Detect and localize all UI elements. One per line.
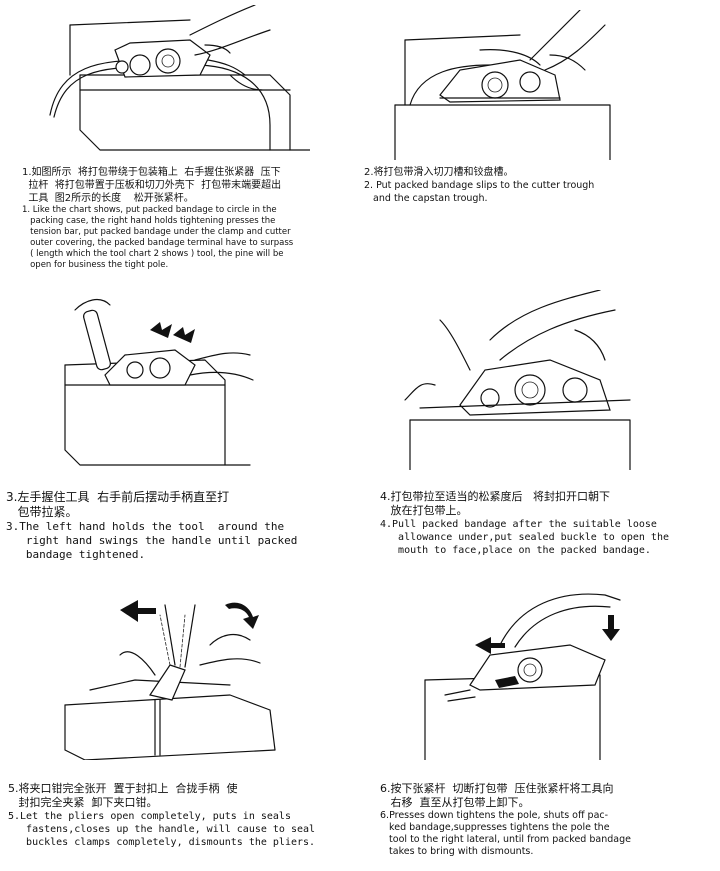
- step-2-zh-line-1: 2.将打包带滑入切刀槽和铰盘槽。: [364, 167, 514, 178]
- step-2-illustration: [380, 10, 620, 160]
- step-2-en-line-2: and the capstan trough.: [364, 193, 488, 204]
- step-6-en-line-3: tool to the right lateral, until from pa…: [380, 834, 631, 845]
- step-1-zh-line-2: 拉杆 将打包带置于压板和切刀外壳下 打包带末端要超出: [22, 180, 282, 191]
- step-1-en-line-5: ( length which the tool chart 2 shows ) …: [22, 249, 284, 259]
- step-6-zh-line-2: 右移 直至从打包带上卸下。: [380, 796, 530, 809]
- step-4-en-line-2: allowance under,put sealed buckle to ope…: [380, 532, 669, 543]
- step-6-illustration: [420, 585, 630, 760]
- step-5-en-line-2: fastens,closes up the handle, will cause…: [8, 824, 316, 835]
- step-5-en-line-1: 5.Let the pliers open completely, puts i…: [8, 811, 291, 822]
- step-6-zh-line-1: 6.按下张紧杆 切断打包带 压住张紧杆将工具向: [380, 782, 614, 795]
- step-6-caption: 6.按下张紧杆 切断打包带 压住张紧杆将工具向 右移 直至从打包带上卸下。 6.…: [380, 782, 631, 858]
- step-2-caption: 2.将打包带滑入切刀槽和铰盘槽。 2. Put packed bandage s…: [364, 166, 594, 205]
- step-4-en-line-1: 4.Pull packed bandage after the suitable…: [380, 519, 657, 530]
- step-5-caption: 5.将夹口钳完全张开 置于封扣上 合拢手柄 使 封扣完全夹紧 卸下夹口钳。 5.…: [8, 782, 315, 849]
- step-3-zh-line-1: 3.左手握住工具 右手前后摆动手柄直至打: [6, 490, 230, 504]
- step-3-zh-line-2: 包带拉紧。: [6, 505, 78, 519]
- step-3-en-line-3: bandage tightened.: [6, 548, 146, 561]
- step-6-en-line-1: 6.Presses down tightens the pole, shuts …: [380, 810, 609, 821]
- step-3-en-line-1: 3.The left hand holds the tool around th…: [6, 520, 285, 533]
- step-6-en-line-2: ked bandage,suppresses tightens the pole…: [380, 822, 610, 833]
- step-4-illustration: [400, 290, 640, 470]
- step-6-en-line-4: takes to bring with dismounts.: [380, 846, 534, 857]
- step-5-zh-line-2: 封扣完全夹紧 卸下夹口钳。: [8, 796, 158, 809]
- step-3-illustration: [55, 290, 255, 470]
- step-1-caption: 1.如图所示 将打包带绕于包装箱上 右手握住张紧器 压下 拉杆 将打包带置于压板…: [22, 166, 293, 271]
- step-5-illustration: [60, 585, 280, 760]
- step-1-en-line-3: tension bar, put packed bandage under th…: [22, 227, 291, 237]
- step-1-en-line-6: open for business the tight pole.: [22, 260, 169, 270]
- step-4-zh-line-2: 放在打包带上。: [380, 504, 468, 517]
- step-3-en-line-2: right hand swings the handle until packe…: [6, 534, 298, 547]
- step-4-caption: 4.打包带拉至适当的松紧度后 将封扣开口朝下 放在打包带上。 4.Pull pa…: [380, 490, 669, 557]
- step-5-en-line-3: buckles clamps completely, dismounts the…: [8, 837, 316, 848]
- step-1-en-line-4: outer covering, the packed bandage termi…: [22, 238, 294, 248]
- step-4-en-line-3: mouth to face,place on the packed bandag…: [380, 545, 651, 556]
- step-1-illustration: [40, 5, 310, 165]
- step-1-en-line-2: packing case, the right hand holds tight…: [22, 216, 276, 226]
- step-1-zh-line-3: 工具 图2所示的长度 松开张紧杆。: [22, 193, 194, 204]
- step-4-zh-line-1: 4.打包带拉至适当的松紧度后 将封扣开口朝下: [380, 490, 610, 503]
- step-2-en-line-1: 2. Put packed bandage slips to the cutte…: [364, 180, 595, 191]
- step-3-caption: 3.左手握住工具 右手前后摆动手柄直至打 包带拉紧。 3.The left ha…: [6, 490, 297, 562]
- step-1-zh-line-1: 1.如图所示 将打包带绕于包装箱上 右手握住张紧器 压下: [22, 167, 281, 178]
- step-5-zh-line-1: 5.将夹口钳完全张开 置于封扣上 合拢手柄 使: [8, 782, 238, 795]
- step-1-en-line-1: 1. Like the chart shows, put packed band…: [22, 205, 277, 215]
